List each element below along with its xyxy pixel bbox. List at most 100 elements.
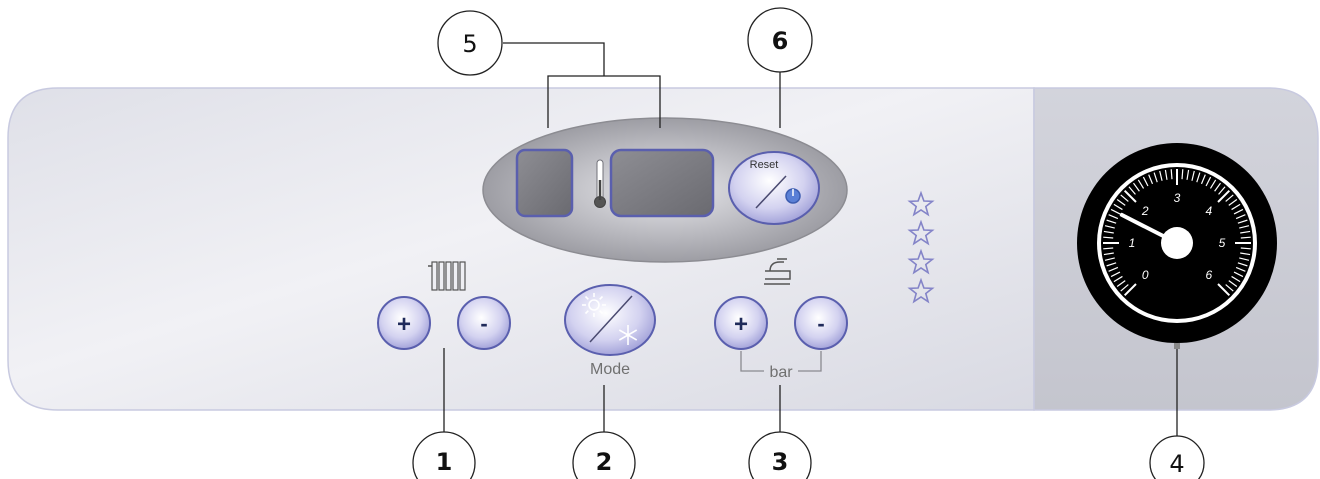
radiator-icon bbox=[428, 261, 466, 291]
gauge-minor-tick bbox=[1240, 236, 1251, 239]
gauge-minor-tick bbox=[1108, 266, 1119, 272]
gauge-minor-tick bbox=[1228, 280, 1238, 287]
gauge-minor-tick bbox=[1110, 208, 1121, 215]
gauge-major-tick bbox=[1123, 189, 1137, 203]
gauge-minor-tick bbox=[1103, 247, 1114, 250]
bar-label: bar bbox=[769, 364, 793, 381]
gauge-minor-tick bbox=[1240, 230, 1251, 234]
gauge-minor-tick bbox=[1104, 257, 1115, 261]
reset-button[interactable]: Reset bbox=[728, 151, 820, 225]
svg-text:3: 3 bbox=[772, 448, 789, 476]
dhw-plus-sign: + bbox=[734, 311, 748, 338]
gauge-minor-tick bbox=[1205, 176, 1212, 187]
gauge-minor-tick bbox=[1209, 179, 1217, 189]
gauge-scale-label: 3 bbox=[1174, 191, 1181, 205]
gauge-minor-tick bbox=[1103, 230, 1114, 234]
gauge-minor-tick bbox=[1113, 203, 1123, 211]
snowflake-icon bbox=[618, 325, 638, 345]
callout-5: 5 bbox=[437, 10, 503, 76]
gauge-minor-tick bbox=[1186, 169, 1190, 180]
dhw-plus-button[interactable]: + bbox=[714, 296, 768, 350]
pressure-gauge: 0 1 2 3 4 5 6 bbox=[1077, 143, 1277, 349]
gauge-minor-tick bbox=[1181, 169, 1184, 180]
gauge-scale-label: 1 bbox=[1129, 236, 1136, 250]
heating-plus-sign: + bbox=[397, 311, 411, 338]
gauge-scale-label: 0 bbox=[1142, 268, 1149, 282]
display-small bbox=[515, 148, 574, 218]
mode-label: Mode bbox=[590, 361, 630, 378]
gauge-minor-tick bbox=[1142, 176, 1149, 187]
gauge-minor-tick bbox=[1240, 252, 1251, 256]
gauge-minor-tick bbox=[1116, 280, 1126, 287]
gauge-major-tick bbox=[1123, 283, 1137, 297]
gauge-minor-tick bbox=[1120, 194, 1129, 202]
gauge-minor-tick bbox=[1237, 219, 1248, 224]
gauge-minor-tick bbox=[1233, 271, 1244, 278]
thermometer-icon bbox=[594, 159, 606, 208]
svg-text:5: 5 bbox=[462, 30, 477, 58]
gauge-minor-tick bbox=[1228, 199, 1238, 206]
power-icon bbox=[785, 188, 801, 204]
gauge-minor-tick bbox=[1103, 236, 1114, 239]
callout-1: 1 bbox=[412, 431, 476, 479]
gauge-hub bbox=[1161, 227, 1193, 259]
gauge-minor-tick bbox=[1110, 271, 1121, 278]
dhw-minus-sign: - bbox=[817, 311, 824, 336]
heating-plus-button[interactable]: + bbox=[377, 296, 431, 350]
svg-text:6: 6 bbox=[772, 27, 789, 55]
gauge-minor-tick bbox=[1239, 225, 1250, 229]
gauge-minor-tick bbox=[1240, 247, 1251, 250]
display-large bbox=[609, 148, 715, 218]
svg-text:1: 1 bbox=[436, 448, 453, 476]
star-icon bbox=[907, 219, 935, 246]
gauge-scale-label: 4 bbox=[1205, 204, 1212, 218]
gauge-scale-numbers: 0 1 2 3 4 5 6 bbox=[1129, 191, 1226, 282]
callout-6: 6 bbox=[747, 7, 813, 73]
star-icon bbox=[907, 248, 935, 275]
callout-3: 3 bbox=[748, 431, 812, 479]
callout-2: 2 bbox=[572, 431, 636, 479]
gauge-minor-tick bbox=[1128, 186, 1136, 195]
gauge-minor-tick bbox=[1214, 182, 1221, 192]
gauge-minor-tick bbox=[1106, 219, 1117, 224]
gauge-minor-tick bbox=[1106, 262, 1117, 267]
gauge-minor-tick bbox=[1225, 284, 1234, 292]
gauge-minor-tick bbox=[1218, 186, 1226, 195]
gauge-minor-tick bbox=[1153, 172, 1158, 183]
gauge-minor-tick bbox=[1164, 169, 1168, 180]
svg-text:2: 2 bbox=[596, 448, 613, 476]
sun-icon bbox=[582, 293, 606, 317]
gauge-scale-label: 6 bbox=[1205, 268, 1212, 282]
gauge-minor-tick bbox=[1148, 174, 1154, 185]
control-panel bbox=[7, 87, 1035, 411]
gauge-scale-label: 5 bbox=[1219, 236, 1226, 250]
gauge-minor-tick bbox=[1133, 182, 1140, 192]
star-rating bbox=[907, 190, 935, 304]
gauge-minor-tick bbox=[1196, 172, 1201, 183]
faucet-icon bbox=[764, 258, 791, 285]
gauge-minor-tick bbox=[1239, 257, 1250, 261]
gauge-major-tick bbox=[1217, 283, 1231, 297]
gauge-minor-tick bbox=[1191, 170, 1195, 181]
gauge-minor-tick bbox=[1113, 275, 1123, 283]
dhw-minus-button[interactable]: - bbox=[794, 296, 848, 350]
callout-leaders bbox=[443, 42, 1178, 437]
mode-button[interactable] bbox=[564, 284, 656, 356]
gauge-minor-tick bbox=[1137, 179, 1145, 189]
gauge-minor-tick bbox=[1108, 214, 1119, 220]
gauge-minor-tick bbox=[1170, 169, 1173, 180]
star-icon bbox=[907, 277, 935, 304]
svg-text:4: 4 bbox=[1169, 450, 1184, 478]
callout-4: 4 bbox=[1149, 435, 1205, 479]
gauge-minor-tick bbox=[1231, 203, 1241, 211]
heating-minus-sign: - bbox=[480, 311, 487, 336]
gauge-major-tick bbox=[1217, 189, 1231, 203]
gauge-minor-tick bbox=[1200, 174, 1206, 185]
gauge-scale-label: 2 bbox=[1141, 204, 1149, 218]
bar-bracket bbox=[740, 351, 822, 372]
gauge-scale-ticks bbox=[1103, 169, 1251, 297]
gauge-minor-tick bbox=[1225, 194, 1234, 202]
gauge-minor-tick bbox=[1103, 252, 1114, 256]
heating-minus-button[interactable]: - bbox=[457, 296, 511, 350]
